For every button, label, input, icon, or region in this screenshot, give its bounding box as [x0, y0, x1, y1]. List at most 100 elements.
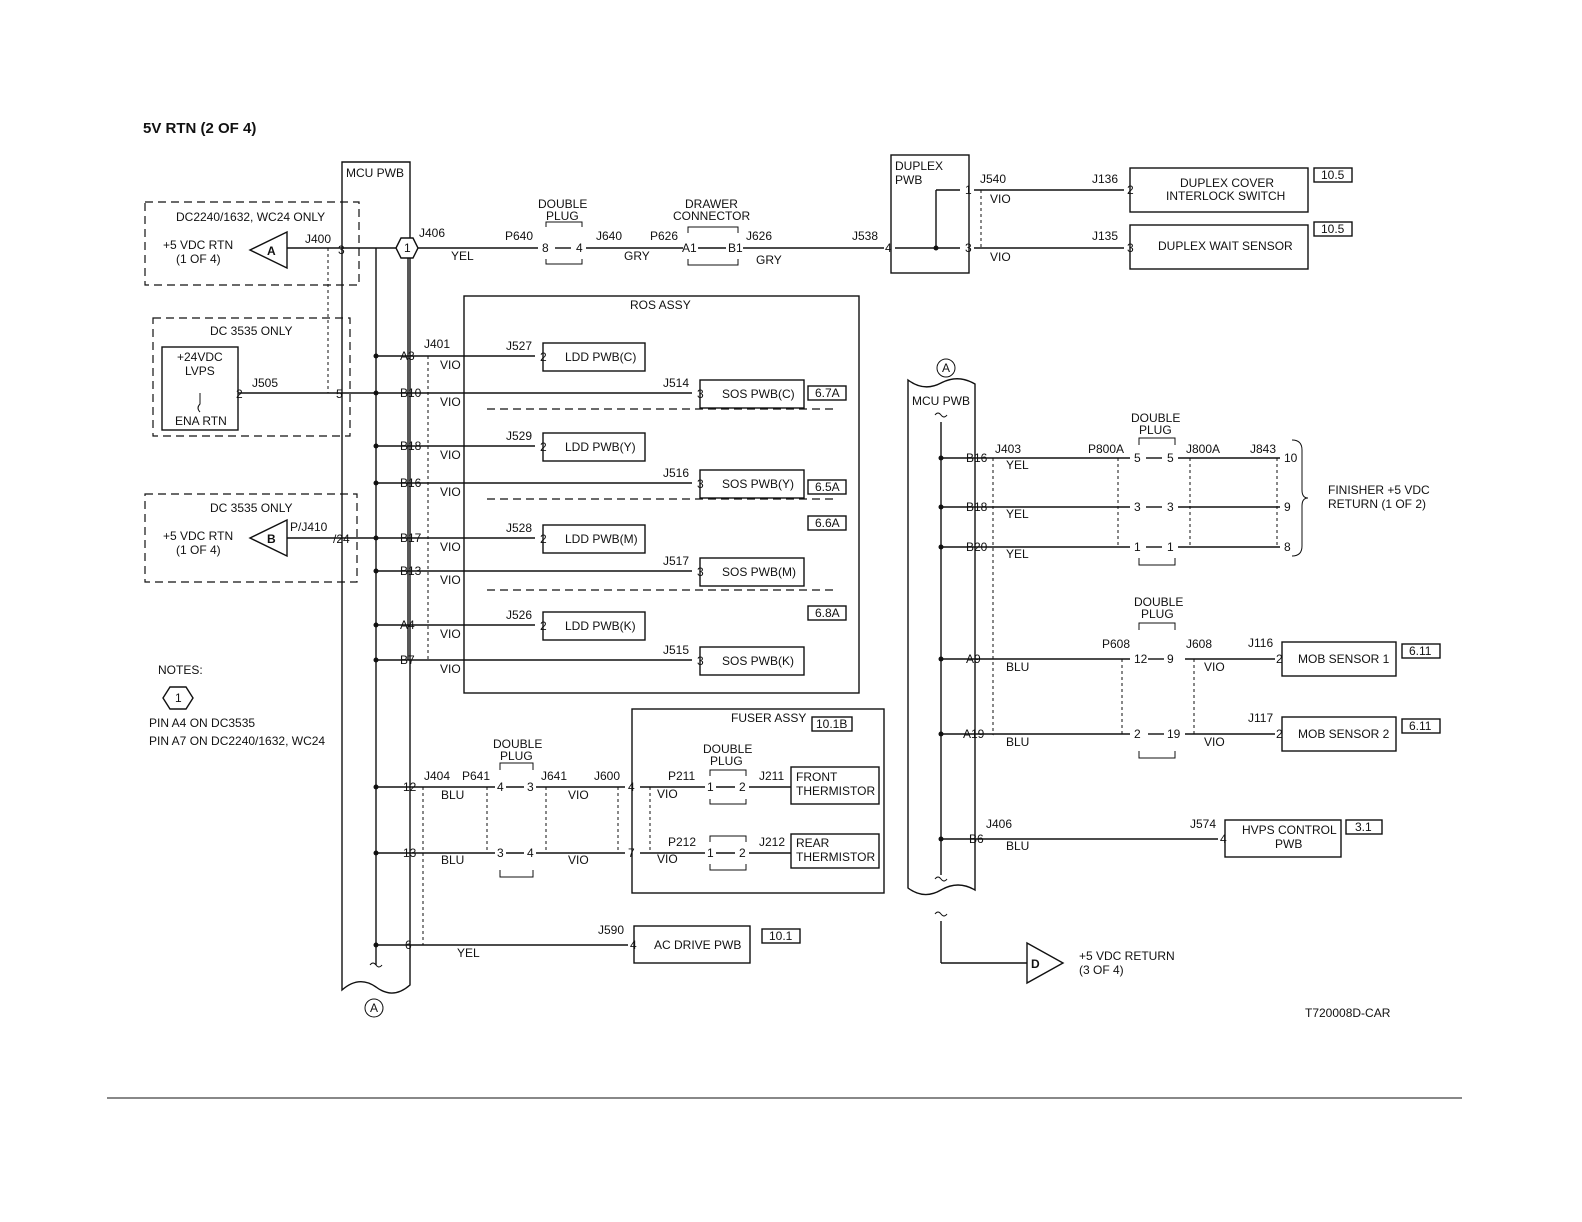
conn-j626: J626	[746, 229, 772, 243]
flag-b-label: B	[267, 532, 276, 546]
mob-vio: VIO	[1204, 660, 1225, 674]
fin-a: 5	[1134, 451, 1141, 465]
front-label1: FRONT	[796, 770, 838, 784]
ros-pin: B10	[400, 386, 422, 400]
dp2-label1: DOUBLE	[493, 737, 542, 751]
ros-node	[373, 622, 379, 628]
lvps-name1: +24VDC	[177, 350, 223, 364]
ac-wire: YEL	[457, 946, 480, 960]
conn-j600: J600	[594, 769, 620, 783]
dp2-b1: 3	[497, 846, 504, 860]
mob-cpin: 2	[1276, 727, 1283, 741]
dc-a1: A1	[682, 241, 697, 255]
lvps-ena: ENA RTN	[175, 414, 227, 428]
dp4-p1: 1	[707, 846, 714, 860]
box-a-sig2: (1 OF 4)	[176, 252, 221, 266]
dp1-label1: DOUBLE	[538, 197, 587, 211]
ena-symbol	[197, 393, 201, 413]
mob-vio: VIO	[1204, 735, 1225, 749]
double-plug-1	[545, 221, 583, 265]
dp6-label2: PLUG	[1141, 607, 1174, 621]
ros-component: LDD PWB(C)	[565, 350, 636, 364]
ros-conn: J528	[506, 521, 532, 535]
mob-node	[938, 731, 944, 737]
ref-box-31	[1345, 819, 1383, 835]
double-plug-5	[1138, 437, 1176, 566]
duplex-pwb	[890, 154, 970, 274]
ref-a-left: A	[370, 1001, 378, 1015]
conn-j135: J135	[1092, 229, 1118, 243]
figure-id: T720008D-CAR	[1305, 1006, 1391, 1020]
note-line1: PIN A4 ON DC3535	[149, 716, 255, 730]
mob-wire-color: BLU	[1006, 735, 1029, 749]
ros-component-box	[542, 611, 646, 641]
dp2-a2: 3	[527, 780, 534, 794]
note-marker: 1	[175, 691, 182, 705]
ac-drive-pwb	[633, 925, 751, 964]
break-mark-right-bottom	[934, 876, 948, 882]
ref-105b: 10.5	[1321, 222, 1345, 236]
duplex-vio1: VIO	[990, 192, 1011, 206]
duplex-pwb-label1: DUPLEX	[895, 159, 943, 173]
dp3-label2: PLUG	[710, 754, 743, 768]
ros-wire-color: VIO	[440, 573, 461, 587]
conn-j538: J538	[852, 229, 878, 243]
ros-component: SOS PWB(C)	[722, 387, 795, 401]
ac-name: AC DRIVE PWB	[654, 938, 741, 952]
ros-ref: 6.5A	[815, 480, 840, 494]
ref-box-101	[761, 928, 801, 944]
out-d-sig1: +5 VDC RETURN	[1079, 949, 1175, 963]
ros-ref-box	[807, 479, 847, 495]
lvps-box	[161, 346, 239, 431]
conn-j400: J400	[305, 232, 331, 246]
front-label2: THERMISTOR	[796, 784, 875, 798]
fin-a: 1	[1134, 540, 1141, 554]
drawer-connector	[687, 226, 739, 266]
hvps-pin: B6	[969, 832, 984, 846]
ros-component-box	[699, 379, 805, 409]
conn-j641: J641	[541, 769, 567, 783]
fuser-vio4: VIO	[657, 852, 678, 866]
lvps-name2: LVPS	[185, 364, 215, 378]
conn-p800a: P800A	[1088, 442, 1124, 456]
conn-j403: J403	[995, 442, 1021, 456]
mob-b: 9	[1167, 652, 1174, 666]
conn-j574: J574	[1190, 817, 1216, 831]
mob-a: 12	[1134, 652, 1148, 666]
conn-j406-hvps: J406	[986, 817, 1012, 831]
mob-cpin: 2	[1276, 652, 1283, 666]
box-a-header: DC2240/1632, WC24 ONLY	[176, 210, 325, 224]
wire-gry2: GRY	[756, 253, 782, 267]
flag-a-label: A	[267, 244, 276, 258]
mob-ref-box	[1401, 643, 1441, 659]
rear-label1: REAR	[796, 836, 830, 850]
ros-node	[373, 390, 379, 396]
mcu-pwb-left	[341, 161, 411, 994]
mob-a: 2	[1134, 727, 1141, 741]
ros-node	[373, 657, 379, 663]
ros-ref-box	[807, 385, 847, 401]
fin-pin: B20	[966, 540, 988, 554]
ros-assy	[463, 295, 860, 694]
duplex-pwb-label2: PWB	[895, 173, 922, 187]
dc-label2: CONNECTOR	[673, 209, 750, 223]
duplex-cover-switch	[1129, 167, 1309, 213]
rear-thermistor	[790, 833, 880, 869]
fuser-pin12: 12	[403, 780, 417, 794]
ros-node	[373, 480, 379, 486]
mcu-pwb-right	[907, 378, 976, 896]
fin-pin: B16	[966, 451, 988, 465]
ros-ref-box	[807, 515, 847, 531]
pin-3: 3	[338, 243, 345, 257]
fin-out: 8	[1284, 540, 1291, 554]
conn-pj410: P/J410	[290, 520, 328, 534]
ros-component-box	[699, 646, 805, 676]
ref-box-105a	[1313, 167, 1353, 183]
mob-sensor-box	[1281, 641, 1397, 677]
fuser-label: FUSER ASSY	[731, 711, 806, 725]
mob-ref: 6.11	[1409, 719, 1432, 733]
conn-p640: P640	[505, 229, 533, 243]
ros-component-box	[542, 432, 646, 462]
hex-1-label: 1	[404, 241, 411, 255]
